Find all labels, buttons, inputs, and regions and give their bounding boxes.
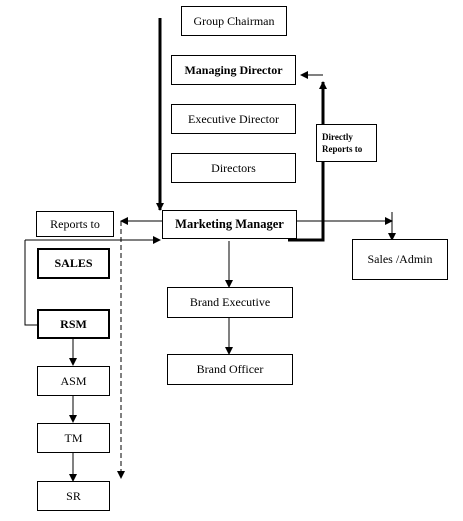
- reports-to-label: Reports to: [50, 216, 100, 231]
- sales-label: SALES: [54, 256, 93, 270]
- directors-box: Directors: [171, 153, 296, 183]
- managing-director-box: Managing Director: [171, 55, 296, 85]
- managing-director-label: Managing Director: [184, 62, 283, 77]
- reports-to-box: Reports to: [36, 211, 114, 237]
- tm-box: TM: [37, 423, 110, 453]
- directly-reports-line2: Reports to: [322, 144, 363, 154]
- executive-director-box: Executive Director: [171, 104, 296, 134]
- sr-label: SR: [66, 488, 81, 503]
- group-chairman-box: Group Chairman: [181, 6, 287, 36]
- directly-reports-to-note: Directly Reports to: [316, 124, 377, 162]
- marketing-manager-box: Marketing Manager: [162, 210, 297, 239]
- sales-admin-box: Sales /Admin: [352, 239, 448, 280]
- sales-admin-label: Sales /Admin: [367, 252, 433, 266]
- directors-label: Directors: [211, 160, 256, 175]
- executive-director-label: Executive Director: [188, 111, 279, 126]
- brand-executive-label: Brand Executive: [189, 295, 271, 309]
- asm-label: ASM: [60, 373, 87, 388]
- asm-box: ASM: [37, 366, 110, 396]
- brand-executive-box: Brand Executive: [167, 287, 293, 318]
- rsm-label: RSM: [60, 316, 87, 331]
- tm-label: TM: [64, 430, 83, 445]
- marketing-manager-label: Marketing Manager: [175, 217, 284, 231]
- sr-box: SR: [37, 481, 110, 511]
- group-chairman-label: Group Chairman: [193, 13, 275, 28]
- brand-officer-box: Brand Officer: [167, 354, 293, 385]
- rsm-box: RSM: [37, 309, 110, 339]
- directly-reports-line1: Directly: [322, 132, 353, 142]
- sales-box: SALES: [37, 248, 110, 279]
- brand-officer-label: Brand Officer: [196, 362, 264, 376]
